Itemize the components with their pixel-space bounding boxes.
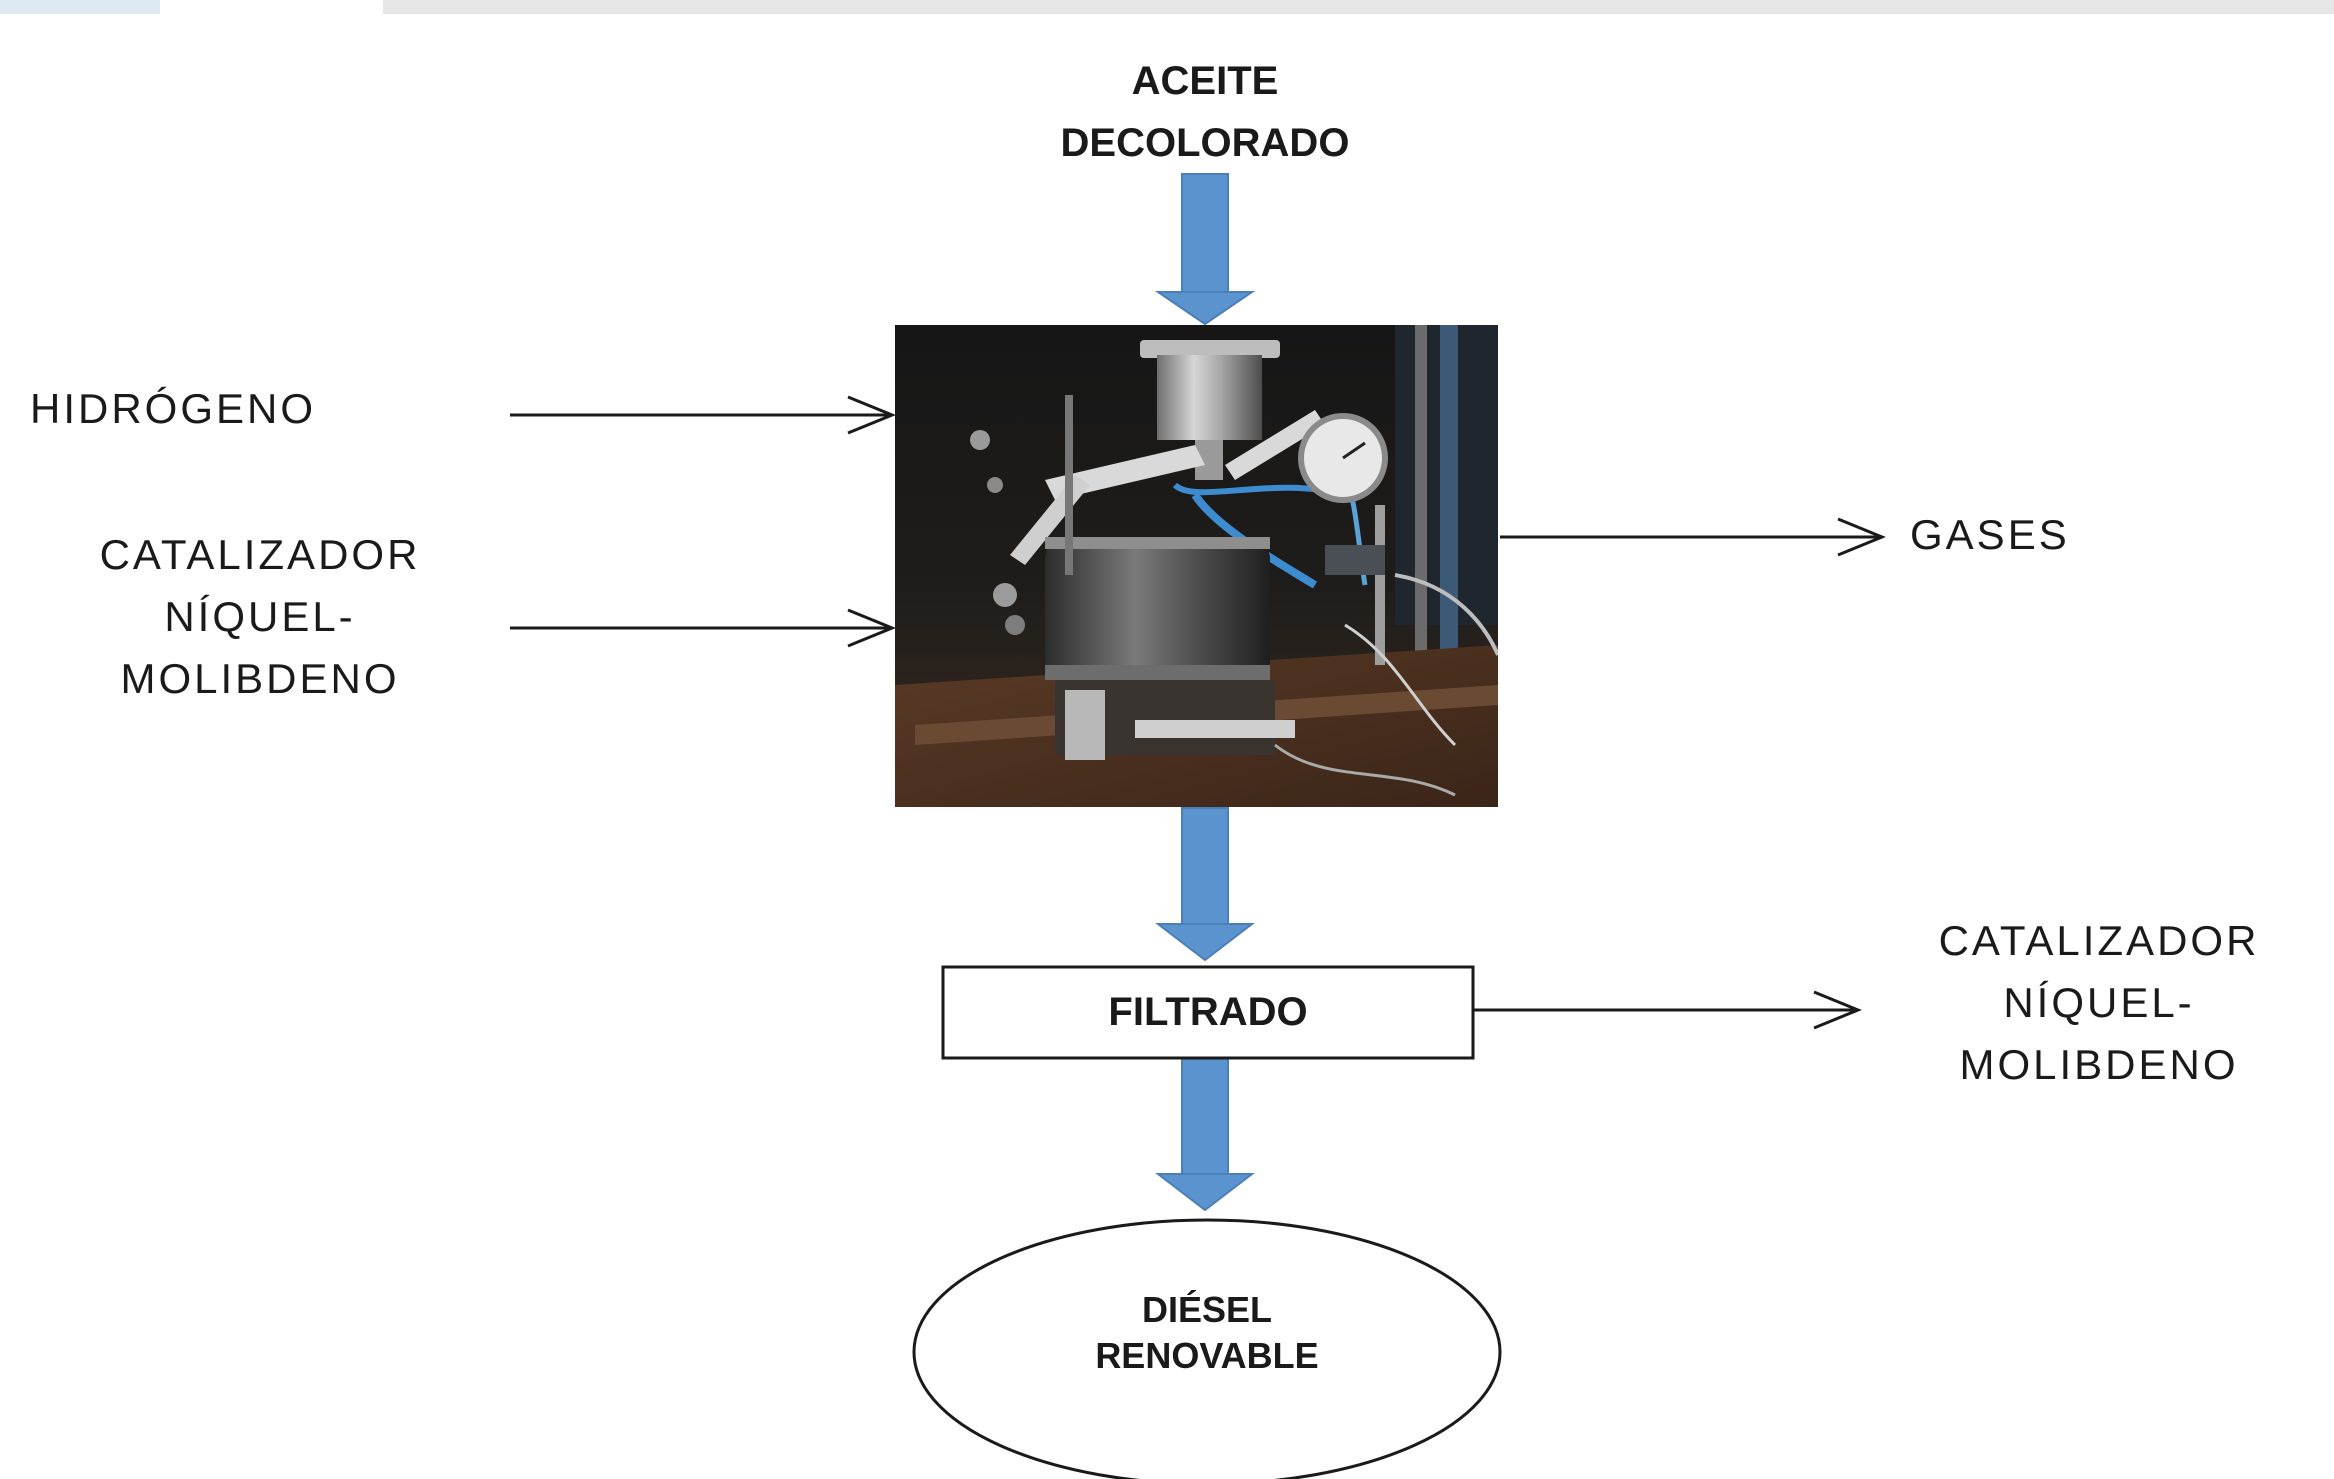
hydrogen-label: HIDRÓGENO [30,385,317,432]
filter-label: FILTRADO [1108,990,1308,1034]
flow-arrow-reactor-to-filter [1155,807,1255,962]
catalyst-output-label-line1: CATALIZADOR [1938,917,2260,964]
oil-input-label-line2: DECOLORADO [1060,121,1350,165]
filter-box [941,965,1475,1060]
flow-arrow-filter-to-diesel [1155,1057,1255,1212]
oil-input-label-line1: ACEITE [1131,59,1279,103]
top-strip-right [383,0,2334,14]
catalyst-output-label-line3: MOLIBDENO [1959,1041,2239,1088]
arrow-catalyst-in [510,608,896,648]
diesel-product-circle [912,1218,1502,1479]
gases-output-label: GASES [1910,511,2070,558]
catalyst-input-label-line3: MOLIBDENO [120,655,400,702]
arrow-gases-out [1500,517,1886,557]
reactor-photo [895,325,1498,807]
diesel-label-line2: RENOVABLE [1095,1335,1319,1376]
arrow-hydrogen-in [510,395,896,435]
diesel-label-line1: DIÉSEL [1141,1289,1273,1330]
catalyst-output-label-line2: NÍQUEL- [2003,979,2195,1026]
top-strip-left [0,0,160,14]
catalyst-input-label-line2: NÍQUEL- [164,593,356,640]
flow-arrow-oil-to-reactor [1154,173,1256,326]
catalyst-input-label-line1: CATALIZADOR [99,531,421,578]
arrow-catalyst-out [1472,990,1862,1030]
